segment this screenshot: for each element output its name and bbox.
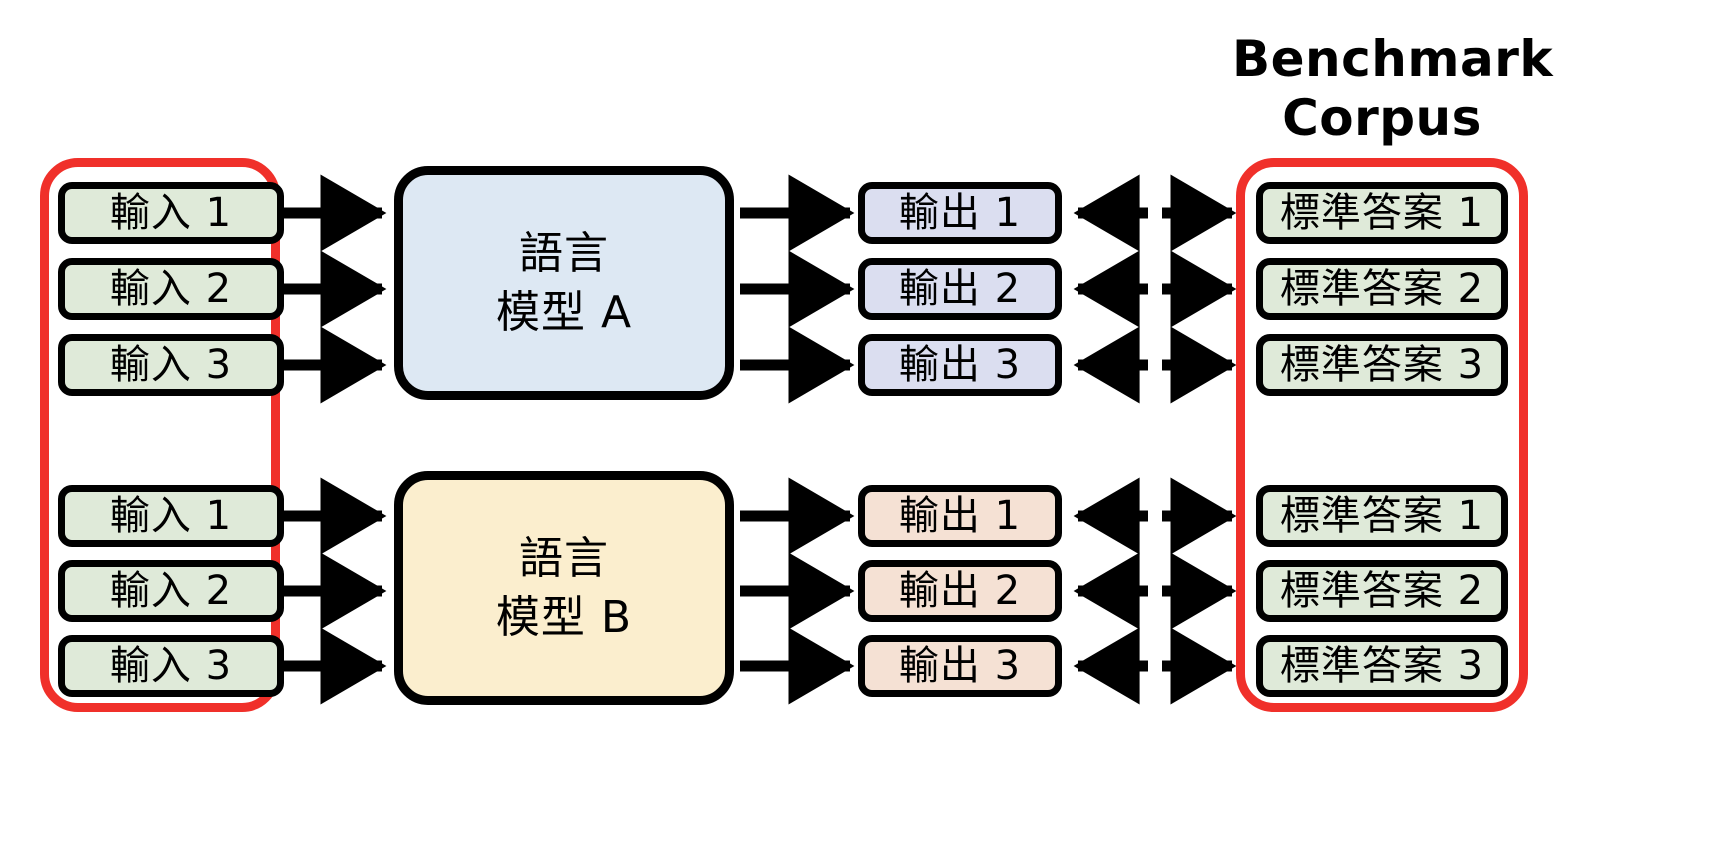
answer-box-b-3[interactable]: 標準答案 3 bbox=[1256, 635, 1508, 697]
output-box-a-1[interactable]: 輸出 1 bbox=[858, 182, 1062, 244]
arrow-model-b-to-output bbox=[740, 477, 855, 705]
output-box-b-1[interactable]: 輸出 1 bbox=[858, 485, 1062, 547]
input-box-b-1[interactable]: 輸入 1 bbox=[58, 485, 284, 547]
answer-box-b-1[interactable]: 標準答案 1 bbox=[1256, 485, 1508, 547]
input-box-b-3[interactable]: 輸入 3 bbox=[58, 635, 284, 697]
input-box-a-2[interactable]: 輸入 2 bbox=[58, 258, 284, 320]
output-box-b-3[interactable]: 輸出 3 bbox=[858, 635, 1062, 697]
arrow-model-a-to-output bbox=[740, 174, 855, 404]
output-box-a-3[interactable]: 輸出 3 bbox=[858, 334, 1062, 396]
arrow-output-b-to-answer bbox=[1073, 477, 1237, 705]
arrow-input-to-model-b bbox=[272, 477, 387, 705]
answer-box-a-2[interactable]: 標準答案 2 bbox=[1256, 258, 1508, 320]
model-b-box[interactable]: 語言 模型 B bbox=[394, 471, 734, 705]
benchmark-corpus-title: Benchmark Corpus bbox=[1232, 30, 1554, 147]
input-box-b-2[interactable]: 輸入 2 bbox=[58, 560, 284, 622]
input-box-a-3[interactable]: 輸入 3 bbox=[58, 334, 284, 396]
answer-box-a-3[interactable]: 標準答案 3 bbox=[1256, 334, 1508, 396]
answer-box-b-2[interactable]: 標準答案 2 bbox=[1256, 560, 1508, 622]
model-a-box[interactable]: 語言 模型 A bbox=[394, 166, 734, 400]
arrow-input-to-model-a bbox=[272, 174, 387, 404]
answer-box-a-1[interactable]: 標準答案 1 bbox=[1256, 182, 1508, 244]
output-box-b-2[interactable]: 輸出 2 bbox=[858, 560, 1062, 622]
arrow-output-a-to-answer bbox=[1073, 174, 1237, 404]
output-box-a-2[interactable]: 輸出 2 bbox=[858, 258, 1062, 320]
input-box-a-1[interactable]: 輸入 1 bbox=[58, 182, 284, 244]
